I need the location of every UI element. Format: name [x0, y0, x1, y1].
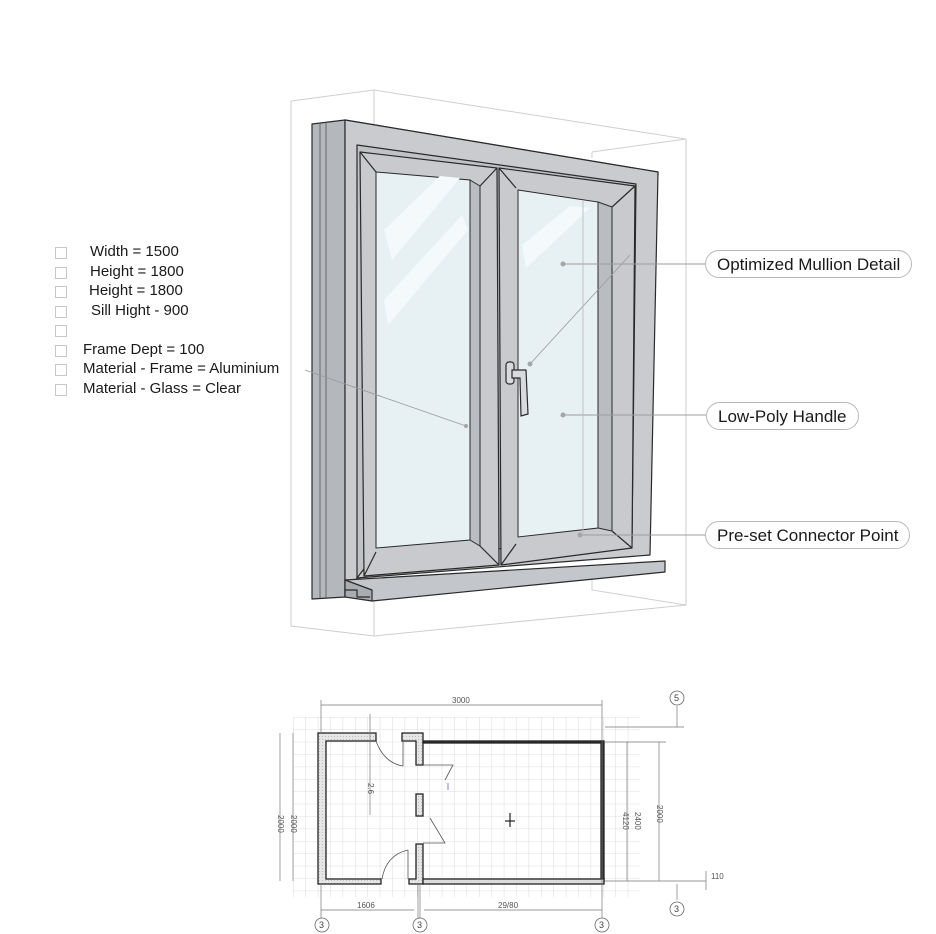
- parameter-label: Material - Glass = Clear: [83, 379, 241, 397]
- parameter-checkbox[interactable]: [55, 325, 67, 337]
- parameter-checkbox[interactable]: [55, 364, 67, 376]
- parameter-checkbox[interactable]: [55, 305, 67, 318]
- callout-leaders: [304, 200, 706, 538]
- parameter-label: Frame Dept = 100: [83, 340, 205, 358]
- parameter-checkbox[interactable]: [55, 266, 67, 279]
- dimension-lines: [279, 700, 707, 918]
- parameter-checkbox[interactable]: [55, 383, 67, 396]
- center-marker: [505, 813, 515, 827]
- dim-left-outer: 2000: [276, 815, 285, 833]
- grid-bubbles: [314, 690, 685, 933]
- callout-connector-point[interactable]: Pre-set Connector Point: [705, 521, 911, 549]
- door-swings: [375, 740, 454, 880]
- dim-bottom-right: 29/80: [498, 901, 519, 910]
- glass-pane-icon: [375, 171, 613, 549]
- dim-door-height: 2.6: [366, 783, 375, 795]
- parameter-checkbox[interactable]: [55, 286, 67, 298]
- grid-bubble-5: 5: [674, 693, 679, 703]
- grid-bubble-3c: 3: [599, 920, 604, 930]
- dim-right-outer: 2000: [655, 805, 664, 823]
- dim-bottom-left: 1606: [357, 901, 375, 910]
- dim-left-inner: 2000: [289, 815, 298, 833]
- parameter-checkbox[interactable]: [55, 344, 67, 357]
- parameter-label: Sill Hight - 900: [91, 301, 189, 319]
- level-mark: 110: [711, 872, 724, 881]
- window-handle-icon: [505, 361, 529, 417]
- callout-mullion-detail[interactable]: Optimized Mullion Detail: [705, 250, 913, 278]
- parameter-label: Width = 1500: [90, 243, 179, 260]
- plan-grid: [293, 717, 640, 897]
- grid-bubble-3d: 3: [674, 904, 679, 914]
- parameter-label: Height = 1800: [89, 282, 183, 299]
- dim-right-inner-b: 2400: [633, 812, 642, 830]
- callout-low-poly-handle[interactable]: Low-Poly Handle: [706, 402, 859, 430]
- parameter-label: Height = 1800: [90, 262, 184, 280]
- parameter-checkbox[interactable]: [55, 247, 67, 259]
- parameter-label: Material - Frame = Aluminium: [83, 360, 280, 377]
- plan-walls: [317, 732, 605, 885]
- dim-top-overall: 3000: [452, 696, 470, 705]
- grid-bubble-3a: 3: [319, 920, 324, 930]
- grid-bubble-3b: 3: [417, 920, 422, 930]
- window-sill-icon: [344, 560, 666, 602]
- dim-right-inner-a: 4120: [621, 812, 630, 830]
